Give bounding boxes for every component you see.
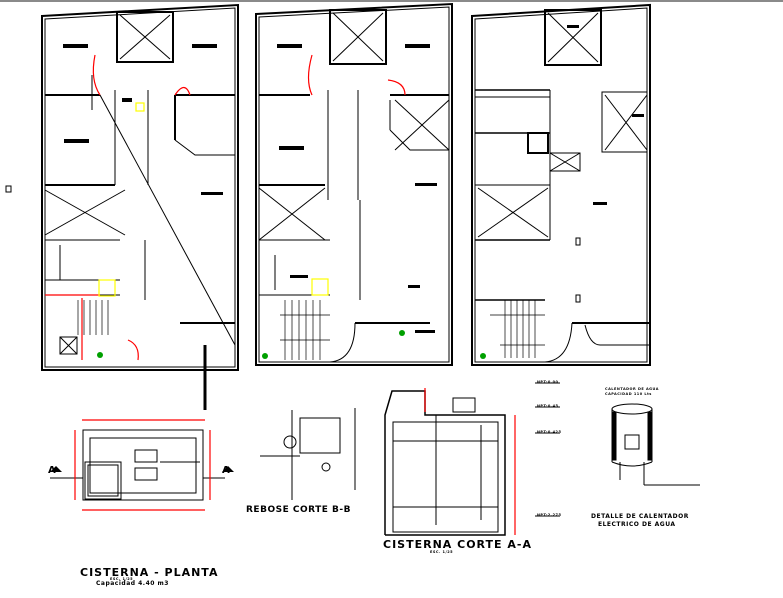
cisterna-planta-subtitle: Capacidad 4.40 m3 bbox=[96, 580, 169, 587]
rebose-corte-detail bbox=[260, 408, 356, 500]
calentador-title-line2: ELECTRICO DE AGUA bbox=[598, 521, 676, 528]
floor-plan-2 bbox=[255, 2, 453, 366]
calentador-capacity: CAPACIDAD 110 Lts bbox=[605, 392, 652, 396]
cisterna-corte-title: CISTERNA CORTE A-A bbox=[383, 538, 532, 551]
level-label: NPT-2.275 bbox=[537, 513, 562, 517]
calentador-label: CALENTADOR DE AGUA bbox=[605, 387, 659, 391]
cisterna-planta-detail bbox=[50, 429, 225, 501]
cisterna-corte-scale: ESC. 1/25 bbox=[430, 550, 454, 554]
cisterna-planta-title: CISTERNA - PLANTA bbox=[80, 566, 219, 579]
level-label: NPT-0.425 bbox=[537, 430, 562, 434]
cisterna-corte-detail bbox=[384, 382, 560, 536]
level-label: NPT-0.00 bbox=[537, 380, 559, 384]
calentador-title: DETALLE DE CALENTADOR bbox=[591, 513, 689, 520]
plant-icons bbox=[97, 330, 486, 359]
section-marker-left: A bbox=[48, 465, 57, 476]
highlight-marks bbox=[98, 102, 329, 297]
section-marker-right: A bbox=[222, 465, 231, 476]
level-label: NPT-0.45 bbox=[537, 404, 559, 408]
floor-plan-1 bbox=[41, 3, 239, 410]
cisterna-planta-scale: ESC. 1/25 bbox=[110, 577, 134, 581]
calentador-detail bbox=[611, 403, 700, 486]
floor-plan-3 bbox=[471, 3, 651, 366]
section-markers bbox=[50, 466, 234, 472]
dimension-lines bbox=[45, 54, 516, 535]
origin-marker bbox=[5, 185, 12, 193]
rebose-corte-title: REBOSE CORTE B-B bbox=[246, 505, 352, 515]
window-top-border bbox=[0, 0, 783, 2]
